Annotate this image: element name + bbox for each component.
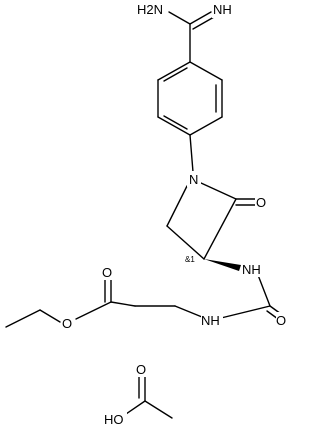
label-acid-o: O	[136, 362, 146, 377]
bond-phenyl-n	[189, 134, 194, 173]
label-ester-carbonyl-o: O	[102, 265, 112, 280]
bond-nh-urea-c	[257, 274, 271, 307]
bond-amidine-c-nh-b	[192, 16, 215, 30]
label-nh-urea-1: NH	[242, 262, 261, 277]
bond-n-ch2	[166, 185, 188, 227]
bond-ch2-ch2	[166, 225, 205, 260]
bond-benzene-inner-3	[163, 67, 188, 82]
bond-urea-c-nh	[220, 305, 271, 319]
bond-ch2-ester-c	[110, 301, 136, 307]
bond-ester-c-o	[75, 301, 112, 320]
label-nh-amidine: NH	[213, 2, 232, 17]
bond-acid-c-oh	[125, 400, 146, 415]
bonds	[5, 11, 282, 419]
bond-n-carbonyl	[200, 182, 237, 200]
bond-benzene-3	[189, 116, 223, 136]
bond-benzene-4	[157, 116, 191, 136]
label-stereo: &1	[185, 255, 195, 264]
bond-benzene-inner-2	[163, 115, 188, 130]
label-ester-o: O	[62, 316, 72, 331]
label-lactam-o: O	[256, 195, 266, 210]
label-nh-urea-2: NH	[201, 313, 220, 328]
bond-acid-ch3	[144, 400, 173, 419]
label-h2n: H2N	[137, 2, 163, 17]
bond-ethyl	[5, 309, 41, 328]
bond-o-ch2	[39, 309, 61, 323]
bond-amidine-c-nh-a	[189, 11, 212, 25]
wedge-bond-stereo	[204, 259, 241, 271]
bond-benzene-1	[189, 61, 223, 81]
label-urea-o-text: O	[276, 313, 286, 328]
bond-benzene-6	[157, 61, 191, 81]
bond-nh-ch2	[174, 305, 203, 318]
bond-amidine-c-nh2	[168, 11, 191, 25]
label-acid-oh: HO	[104, 412, 124, 427]
bond-ch-carbonyl	[203, 198, 237, 260]
atom-labels: H2N NH N O &1 NH O NH O O O HO	[61, 1, 289, 427]
label-ring-n: N	[189, 172, 198, 187]
structure-diagram: H2N NH N O &1 NH O NH O O O HO	[5, 1, 289, 427]
